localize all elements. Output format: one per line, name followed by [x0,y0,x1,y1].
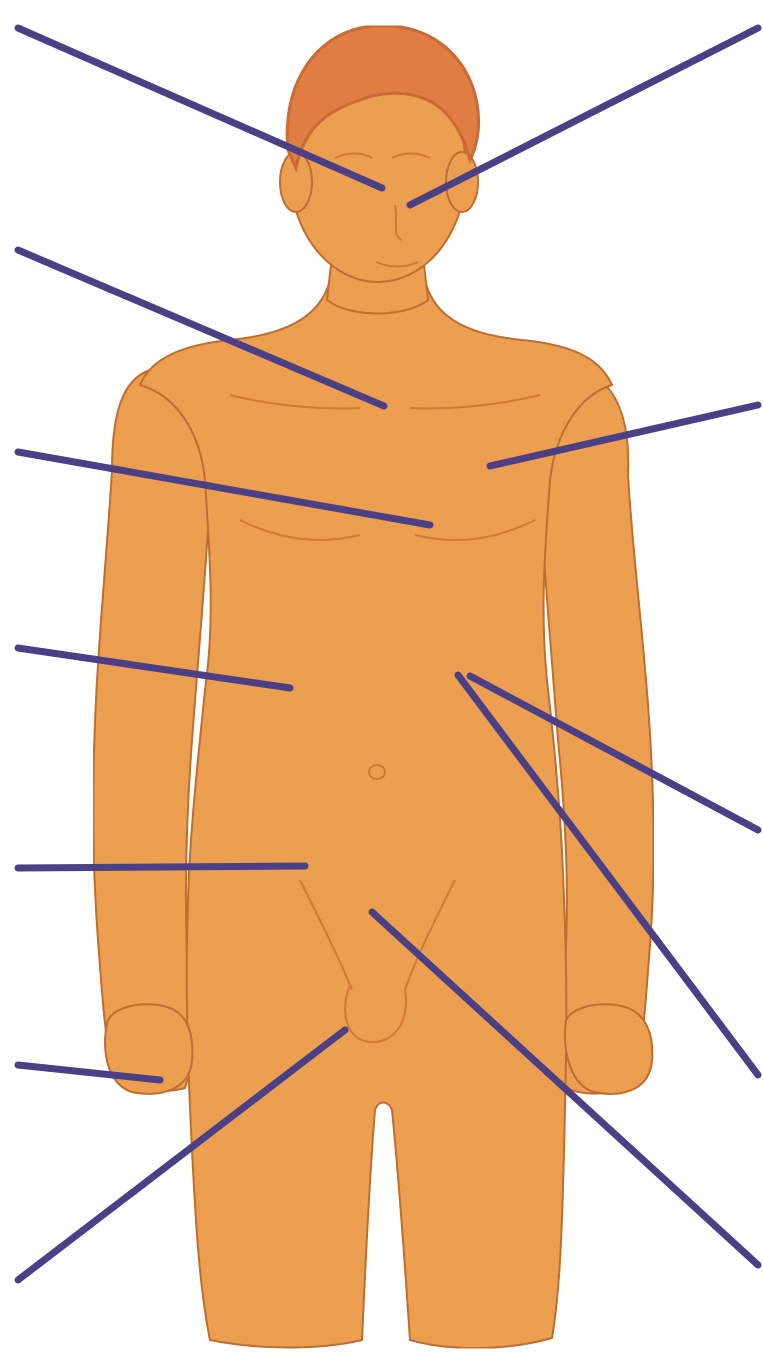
pointer-line-pelvis [18,866,305,868]
right-hand [565,1004,652,1094]
